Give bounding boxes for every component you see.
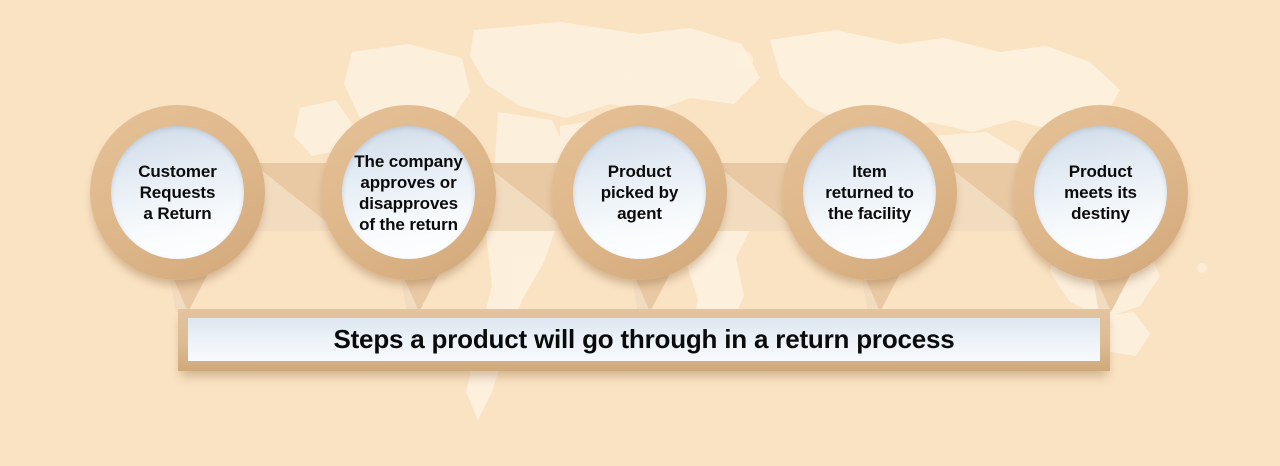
summary-banner-inner: Steps a product will go through in a ret… (188, 318, 1100, 361)
process-step-4[interactable]: Item returned to the facility (782, 105, 957, 280)
step-disc: Item returned to the facility (803, 126, 936, 259)
process-step-3[interactable]: Product picked by agent (552, 105, 727, 280)
process-step-5[interactable]: Product meets its destiny (1013, 105, 1188, 280)
step-disc: The company approves or disapproves of t… (342, 126, 475, 259)
summary-banner-title: Steps a product will go through in a ret… (333, 324, 955, 354)
connector-wedge-group (252, 163, 1030, 231)
process-step-2[interactable]: The company approves or disapproves of t… (321, 105, 496, 280)
step-label: Product meets its destiny (1064, 162, 1137, 223)
step-disc: Product meets its destiny (1034, 126, 1167, 259)
step-label: The company approves or disapproves of t… (354, 151, 463, 234)
step-label: Customer Requests a Return (138, 162, 217, 223)
step-label: Item returned to the facility (825, 162, 914, 223)
connector-stem-group (168, 266, 1135, 312)
process-step-1[interactable]: Customer Requests a Return (90, 105, 265, 280)
step-disc: Product picked by agent (573, 126, 706, 259)
summary-banner: Steps a product will go through in a ret… (178, 309, 1110, 371)
step-disc: Customer Requests a Return (111, 126, 244, 259)
step-label: Product picked by agent (600, 162, 679, 223)
